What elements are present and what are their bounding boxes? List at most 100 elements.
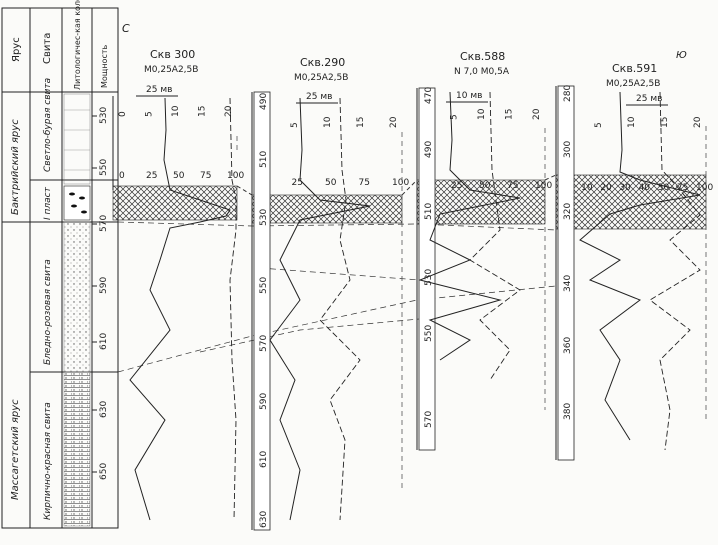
top-tick-label: 20 (532, 108, 542, 120)
top-tick-label: 20 (224, 105, 234, 117)
main-depth-label: 610 (99, 333, 109, 350)
main-depth-label: 530 (99, 107, 109, 124)
main-depth-label: 550 (99, 159, 109, 176)
depth-label: 610 (259, 451, 269, 468)
well-name: Скв.290 (300, 56, 345, 69)
depth-label: 570 (259, 335, 269, 352)
bottom-tick-label: 20 (600, 183, 612, 193)
stage-bactrian: Бактрийский ярус (10, 119, 21, 215)
sp-curve (129, 97, 231, 521)
depth-label: 490 (424, 141, 434, 158)
bottom-tick-label: 100 (227, 171, 244, 181)
top-tick-label: 10 (171, 105, 181, 117)
suite-brick-red: Кирпично-красная свита (43, 402, 53, 520)
top-tick-label: 10 (323, 116, 333, 128)
bottom-tick-label: 100 (392, 178, 409, 188)
well-name: Скв 300 (150, 48, 195, 61)
main-depth-label: 650 (99, 463, 109, 480)
header-thick: Мощность (100, 44, 109, 88)
bottom-tick-label: 75 (677, 183, 688, 193)
bottom-tick-label: 40 (639, 183, 651, 193)
depth-bar (253, 91, 271, 531)
top-tick-label: 0 (118, 111, 128, 117)
sp-curve (418, 91, 521, 361)
bottom-tick-label: 50 (325, 178, 337, 188)
correlation-lines (117, 221, 557, 373)
header-suite: Свита (42, 33, 53, 64)
depth-label: 530 (259, 209, 269, 226)
stage-massaget: Массагетский ярус (10, 399, 21, 500)
depth-label: 570 (424, 411, 434, 428)
well-tool: M0,25A2,5B (144, 65, 198, 75)
bottom-tick-label: 75 (507, 181, 518, 191)
bottom-tick-label: 30 (619, 183, 631, 193)
top-tick-label: 20 (693, 116, 703, 128)
depth-label: 530 (424, 269, 434, 286)
scale-label: 25 мв (146, 85, 172, 95)
top-tick-label: 20 (389, 116, 399, 128)
scale-label: 25 мв (306, 92, 332, 102)
reservoir-band (112, 174, 707, 230)
scale-label: 25 мв (636, 94, 662, 104)
top-tick-label: 10 (477, 108, 487, 120)
depth-label: 590 (259, 393, 269, 410)
bottom-tick-label: 25 (451, 181, 462, 191)
scale-label: 10 мв (456, 91, 482, 101)
depth-label: 360 (563, 337, 573, 354)
header-lith: Литологичес-кая колонка (73, 0, 82, 90)
resistivity-curve (469, 91, 521, 381)
depth-label: 380 (563, 403, 573, 420)
depth-label: 280 (563, 85, 573, 102)
top-tick-label: 10 (627, 116, 637, 128)
main-depth-label: 590 (99, 277, 109, 294)
strat-column (1, 7, 119, 529)
bottom-tick-label: 25 (146, 171, 157, 181)
bottom-tick-label: 25 (292, 178, 303, 188)
well-name: Скв.588 (460, 50, 505, 63)
resistivity-curve (319, 97, 361, 521)
depth-label: 490 (259, 93, 269, 110)
depth-label: 550 (424, 325, 434, 342)
bottom-tick-label: 10 (581, 183, 593, 193)
suite-layer-1: I пласт (43, 186, 53, 220)
bottom-tick-label: 50 (173, 171, 185, 181)
bottom-tick-label: 50 (658, 183, 670, 193)
suite-light-brown: Светло-бурая свита (43, 78, 53, 172)
top-tick-label: 5 (290, 122, 300, 128)
depth-label: 550 (259, 277, 269, 294)
corner-north: С (122, 22, 130, 35)
bottom-tick-label: 50 (479, 181, 491, 191)
lithologic-column (63, 93, 91, 527)
top-tick-label: 15 (660, 117, 670, 128)
main-depth-label: 630 (99, 401, 109, 418)
depth-label: 510 (259, 151, 269, 168)
bottom-tick-label: 0 (119, 171, 125, 181)
bottom-tick-label: 75 (359, 178, 370, 188)
depth-label: 510 (424, 203, 434, 220)
resistivity-curve (229, 97, 237, 521)
bottom-tick-label: 100 (696, 183, 713, 193)
well-name: Скв.591 (612, 62, 657, 75)
top-tick-label: 15 (356, 117, 366, 128)
well-tool: N 7,0 M0,5A (454, 67, 510, 77)
bottom-tick-label: 75 (200, 171, 211, 181)
well-tool: M0,25A2,5B (606, 79, 660, 89)
bottom-tick-label: 100 (535, 181, 552, 191)
depth-bar (557, 85, 575, 461)
header-stage: Ярус (11, 37, 22, 62)
top-tick-label: 15 (505, 109, 515, 120)
top-tick-label: 5 (594, 122, 604, 128)
corner-south: Ю (676, 50, 687, 61)
depth-label: 470 (424, 87, 434, 104)
depth-label: 630 (259, 511, 269, 528)
top-tick-label: 5 (450, 114, 460, 120)
suite-pale-pink: Бледно-розовая свита (43, 259, 53, 365)
sp-curve (579, 91, 701, 441)
